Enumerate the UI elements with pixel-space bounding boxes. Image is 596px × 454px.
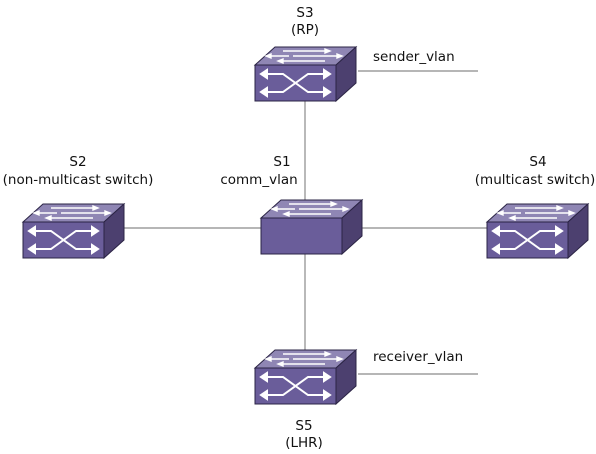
s5-role-label: (LHR) [285,435,323,451]
plain-switch-icon [260,199,363,255]
crossing-arrows-switch-icon [254,46,357,102]
s3-name-label: S3 [296,5,314,21]
crossing-arrows-switch-icon [22,203,125,259]
s4-name-label: S4 [529,154,547,170]
receiver-vlan-label: receiver_vlan [373,349,464,365]
s2-name-label: S2 [69,154,87,170]
switch-s5 [254,349,357,405]
switch-s4 [486,203,589,259]
crossing-arrows-switch-icon [254,349,357,405]
s1-name-label: S1 [273,154,291,170]
s5-name-label: S5 [295,418,313,434]
s3-role-label: (RP) [290,22,320,38]
switch-s1 [260,199,363,255]
s1-role-label: comm_vlan [220,172,298,188]
switch-s2 [22,203,125,259]
links [124,70,488,375]
s2-role-label: (non-multicast switch) [2,172,154,188]
sender-vlan-label: sender_vlan [373,49,455,65]
s4-role-label: (multicast switch) [474,172,596,188]
switch-s3 [254,46,357,102]
crossing-arrows-switch-icon [486,203,589,259]
